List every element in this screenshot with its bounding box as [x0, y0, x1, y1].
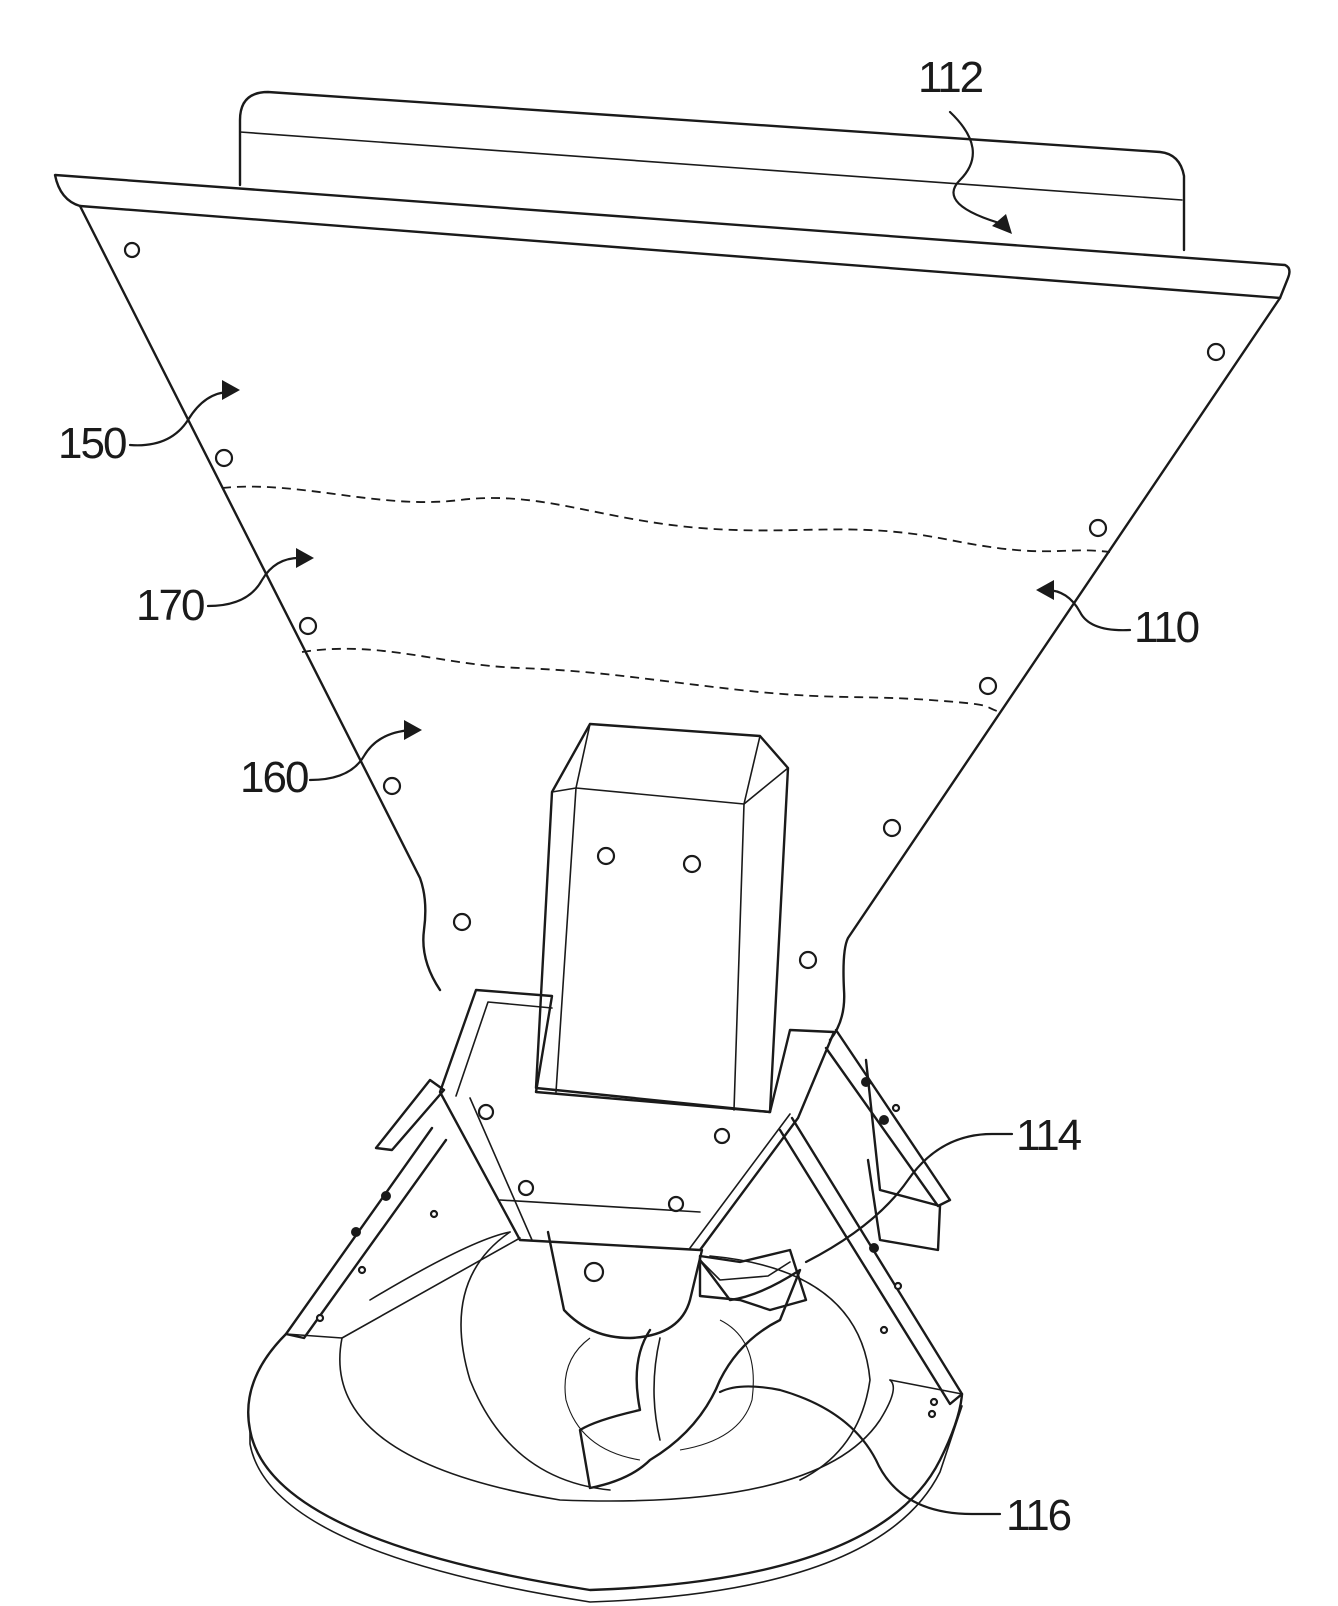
- leader-lines: [130, 112, 1130, 1514]
- hopper-lid: [240, 92, 1184, 250]
- support-struts: [286, 1030, 962, 1417]
- label-110: 110: [1134, 603, 1199, 652]
- motor-housing: [536, 724, 788, 1112]
- leader-160: [310, 730, 412, 780]
- leader-170: [208, 558, 304, 606]
- label-112: 112: [918, 53, 983, 102]
- leader-112: [950, 112, 1006, 225]
- label-150: 150: [58, 419, 126, 468]
- hopper-body: [55, 175, 1289, 1040]
- label-170: 170: [136, 581, 204, 630]
- reference-labels: 112 150 170 110 160 114 116: [58, 53, 1199, 1540]
- spreader-base: [248, 1232, 962, 1602]
- label-114: 114: [1016, 1111, 1082, 1160]
- leader-116: [720, 1386, 1000, 1514]
- label-116: 116: [1006, 1491, 1071, 1540]
- leader-150: [130, 392, 230, 445]
- label-160: 160: [240, 753, 308, 802]
